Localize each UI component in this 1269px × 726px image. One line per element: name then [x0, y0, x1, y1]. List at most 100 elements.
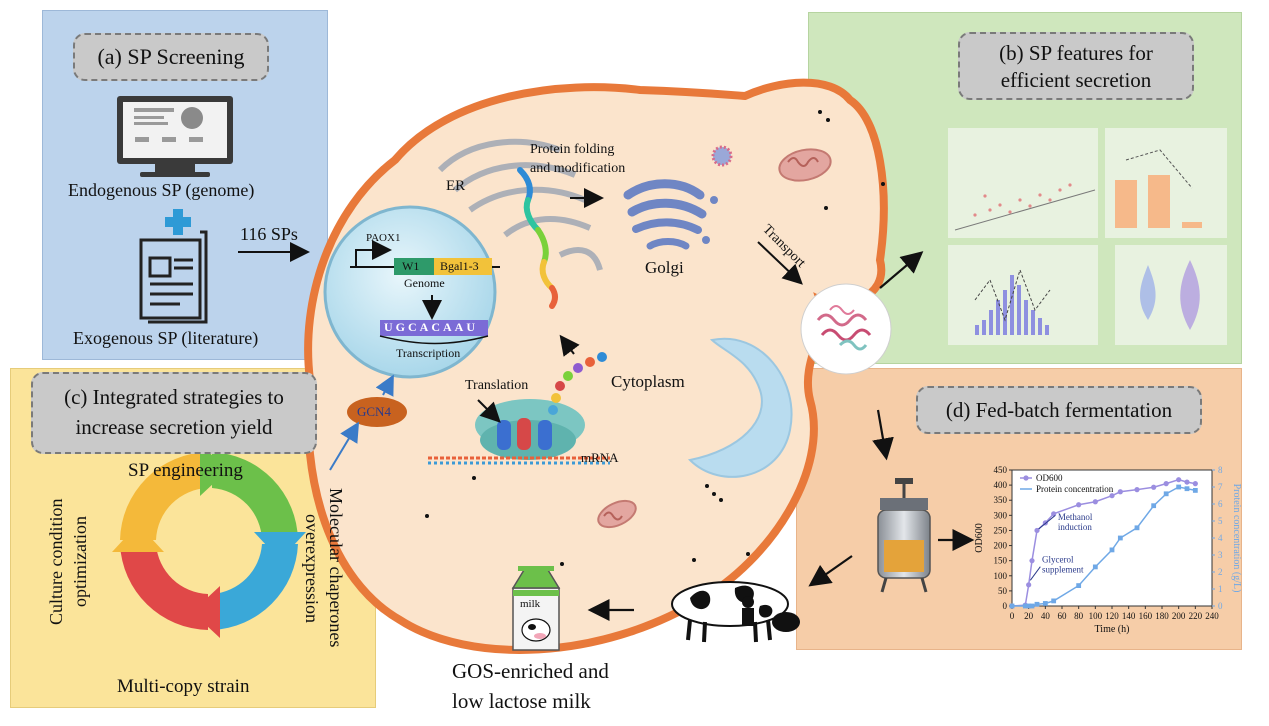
- folding-protein-icon: [517, 167, 558, 309]
- promoter-label: PAOX1: [366, 232, 401, 244]
- protein-point: [1042, 601, 1048, 606]
- protein-point: [1134, 525, 1140, 531]
- y2-tick-label: 0: [1218, 601, 1223, 611]
- strategy-cycle: [112, 444, 306, 638]
- x-tick-label: 140: [1122, 611, 1136, 621]
- od600-point: [1163, 481, 1169, 487]
- plus-icon: [165, 209, 191, 235]
- legend-protein-label: Protein concentration: [1036, 484, 1114, 494]
- y2-tick-label: 1: [1218, 584, 1223, 594]
- protein-point: [1192, 488, 1198, 493]
- folding-label: Protein folding and modification: [530, 140, 625, 178]
- nucleus: [323, 205, 500, 379]
- transcription-label: Transcription: [396, 346, 461, 360]
- cell-arrows: [477, 188, 803, 423]
- protein-point: [1034, 601, 1040, 607]
- x-tick-label: 100: [1089, 611, 1103, 621]
- gcn4-label: GCN4: [357, 404, 391, 419]
- y-tick-label: 0: [1003, 601, 1008, 611]
- annotation-glycerol-2: supplement: [1042, 565, 1084, 575]
- y-tick-label: 200: [994, 541, 1008, 551]
- milk-line2: low lactose milk: [452, 689, 591, 713]
- y2-tick-label: 3: [1218, 550, 1223, 560]
- od600-point: [1151, 484, 1157, 490]
- milk-line1: GOS-enriched and: [452, 659, 609, 683]
- w1-block: [394, 258, 434, 275]
- document-icon: [139, 230, 208, 324]
- ribosome-icon: [428, 352, 610, 465]
- protein-point: [1176, 484, 1182, 490]
- chaperones-line2: overexpression: [302, 513, 322, 623]
- flow-arrows: [587, 251, 975, 621]
- y-tick-label: 300: [994, 510, 1008, 520]
- chaperones-line1: Molecular chaperones: [326, 488, 346, 648]
- x-tick-label: 120: [1105, 611, 1119, 621]
- x-tick-label: 160: [1139, 611, 1153, 621]
- er-icon: [437, 138, 603, 271]
- milk-carton-label: milk: [520, 598, 541, 610]
- y-tick-label: 450: [994, 465, 1008, 475]
- panel-c-title: (c) Integrated strategies to increase se…: [31, 372, 317, 454]
- annotation-glycerol-arrow: [1029, 566, 1041, 581]
- legend-od-marker: [1023, 475, 1029, 481]
- od600-point: [1184, 479, 1190, 485]
- y-tick-label: 150: [994, 556, 1008, 566]
- panel-b-title-line1: (b) SP features for: [999, 41, 1153, 65]
- culture-line2: optimization: [70, 516, 90, 608]
- chaperones-label: Molecular chaperones overexpression: [300, 428, 348, 708]
- protein-point: [1029, 603, 1035, 609]
- protein-point: [1117, 535, 1123, 541]
- od600-point: [1092, 499, 1098, 505]
- y2-axis-label: Protein concentration (g/L): [1231, 484, 1242, 593]
- panel-b-title-line2: efficient secretion: [1000, 68, 1152, 92]
- od600-point: [1076, 502, 1082, 508]
- culture-label: Culture condition optimization: [44, 447, 100, 677]
- endogenous-label: Endogenous SP (genome): [68, 180, 255, 200]
- sp-engineering-label: SP engineering: [128, 460, 243, 481]
- annotation-methanol-2: induction: [1058, 522, 1092, 532]
- od600-point: [1134, 487, 1140, 493]
- x-tick-label: 180: [1155, 611, 1169, 621]
- protein-point: [1009, 603, 1015, 609]
- x-tick-label: 20: [1024, 611, 1034, 621]
- panel-c-title-line1: (c) Integrated strategies to: [64, 385, 284, 409]
- y-axis-label: OD600: [974, 523, 985, 552]
- x-axis-label: Time (h): [1095, 624, 1130, 635]
- protein-point: [1109, 547, 1115, 553]
- y-tick-label: 350: [994, 495, 1008, 505]
- protein-point: [1026, 603, 1032, 609]
- sp-count-label: 116 SPs: [240, 224, 298, 244]
- panel-b-title: (b) SP features for efficient secretion: [958, 32, 1194, 100]
- panel-d-title: (d) Fed-batch fermentation: [916, 386, 1202, 434]
- od600-point: [1109, 493, 1115, 499]
- protein-point: [1022, 603, 1028, 609]
- od600-point: [1192, 481, 1198, 487]
- annotation-methanol-1: Methanol: [1058, 512, 1093, 522]
- y-tick-label: 400: [994, 480, 1008, 490]
- panel-a-title: (a) SP Screening: [73, 33, 269, 81]
- translation-label: Translation: [465, 378, 529, 393]
- bgal-block: [434, 258, 492, 275]
- protein-point: [1076, 583, 1082, 588]
- cow-icon: [671, 581, 800, 643]
- multi-copy-label: Multi-copy strain: [117, 676, 250, 697]
- milk-label: GOS-enriched and low lactose milk: [452, 656, 609, 716]
- secreted-enzyme-icon: [800, 283, 892, 375]
- chart-frame: [1011, 469, 1213, 607]
- x-tick-label: 200: [1172, 611, 1186, 621]
- y-tick-label: 100: [994, 571, 1008, 581]
- culture-line1: Culture condition: [46, 498, 66, 626]
- annotation-glycerol-1: Glycerol: [1042, 555, 1074, 565]
- er-label: ER: [446, 178, 466, 194]
- gcn4-icon: [329, 374, 407, 471]
- mrna-sequence: [379, 320, 489, 345]
- od600-point: [1176, 477, 1182, 483]
- y2-tick-label: 2: [1218, 567, 1223, 577]
- milk-carton-icon: [511, 566, 561, 651]
- cytoplasm-dots: [425, 110, 885, 566]
- protein-point: [1151, 503, 1157, 509]
- od600-point: [1117, 489, 1123, 495]
- mitochondria-icon: [597, 148, 832, 529]
- panel-c-title-line2: increase secretion yield: [75, 415, 273, 439]
